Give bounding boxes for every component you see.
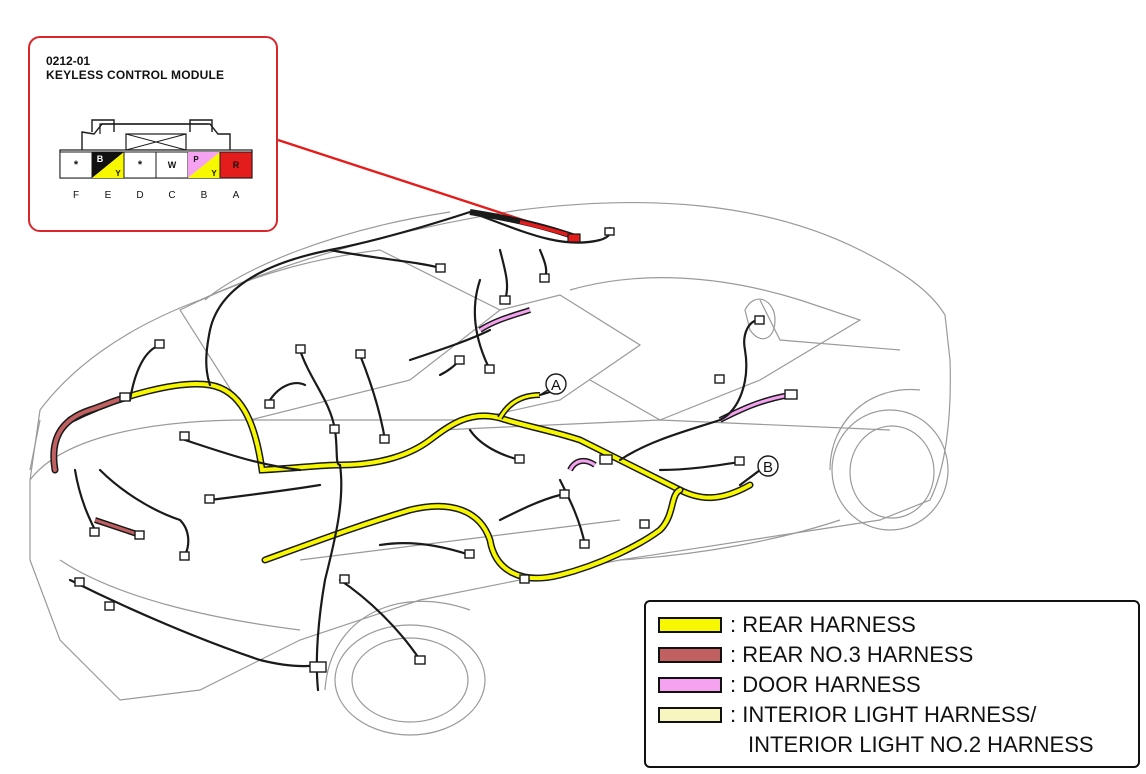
pin-f-label: * [74,159,79,171]
rear-no3-harness-swatch [658,647,722,663]
pin-b-sub: Y [211,169,217,178]
pin-d-label: * [138,159,143,171]
pin-b-label: P [193,155,199,164]
connector-face-drawing: * B Y * W P Y R F E D C B A [59,119,253,201]
pin-a-letter: A [233,190,240,201]
marker-a-label: A [551,377,561,394]
legend-item-rear-no3-harness: : REAR NO.3 HARNESS [658,640,973,670]
door-harness-swatch [658,677,722,693]
pin-e-letter: E [105,190,112,201]
pin-c-label: W [168,160,177,170]
marker-b: B [749,455,779,479]
legend-label: : REAR HARNESS [730,612,916,637]
rear-harness-swatch [658,617,722,633]
pin-b-letter: B [201,190,208,201]
legend-label-continuation: INTERIOR LIGHT NO.2 HARNESS [748,732,1094,757]
connector-callout: 0212-01 KEYLESS CONTROL MODULE * B Y * W… [28,36,278,232]
marker-a: A [539,373,567,396]
harness-connectors [74,227,798,673]
pin-d-letter: D [136,190,143,201]
harness-legend: : REAR HARNESS : REAR NO.3 HARNESS : DOO… [644,600,1140,768]
legend-label: : REAR NO.3 HARNESS [730,642,974,667]
pin-f-letter: F [73,190,79,201]
pin-e-sub: Y [115,169,121,178]
legend-label: : INTERIOR LIGHT HARNESS/ [730,702,1037,727]
interior-light-harness-swatch [658,707,722,723]
car-body-outline [29,201,951,736]
legend-item-interior-light-harness: : INTERIOR LIGHT HARNESS/ [658,700,1036,730]
pin-e-label: B [97,154,104,164]
marker-b-label: B [763,459,773,476]
connector-name: KEYLESS CONTROL MODULE [46,68,225,82]
rear-no3-harness-path [50,394,141,538]
harness-wiring [50,209,791,692]
connector-code: 0212-01 [46,54,91,68]
legend-item-rear-harness: : REAR HARNESS [658,610,916,640]
rear-harness-path [66,380,754,582]
legend-item-door-harness: : DOOR HARNESS [658,670,921,700]
legend-label: : DOOR HARNESS [730,672,921,697]
pin-c-letter: C [168,190,175,201]
pin-a-label: R [233,160,240,170]
